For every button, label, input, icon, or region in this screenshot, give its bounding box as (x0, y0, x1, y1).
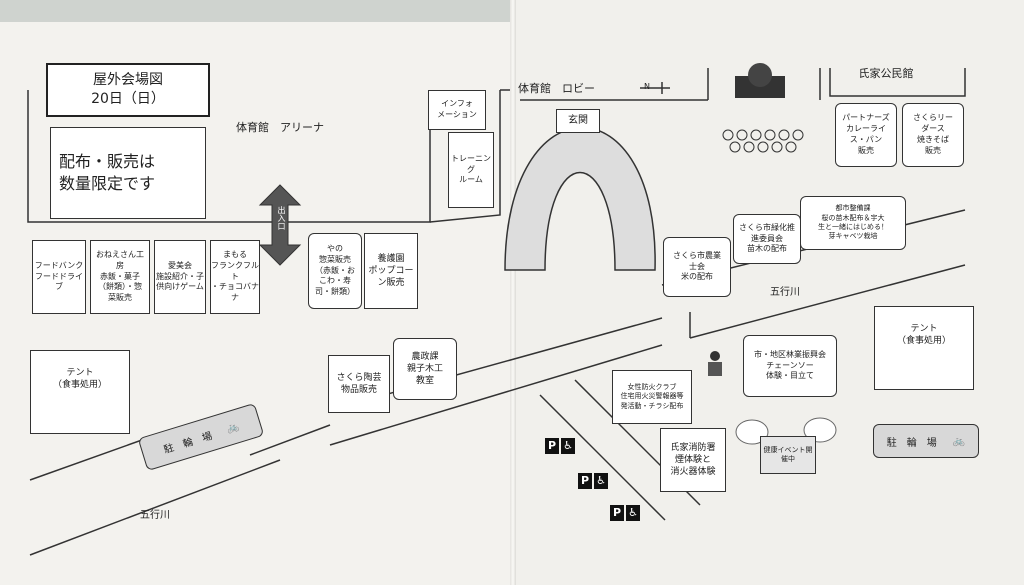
accessible-parking-3: P♿ (610, 505, 640, 521)
quantity-note: 配布・販売は数量限定です (50, 127, 206, 219)
booth-foodbank: フードバンク フードドライブ (32, 240, 86, 314)
accessible-parking-2: P♿ (578, 473, 608, 489)
bicycle-icon: 🚲 (952, 435, 966, 447)
note-line1: 配布・販売は (59, 152, 156, 172)
booth-ryokuka: さくら市緑化推 進委員会 苗木の配布 (733, 214, 801, 264)
exit-entry-label: 出入口 (277, 206, 286, 230)
parking-icon: P (610, 505, 624, 521)
booth-toshi-seibi: 都市整備課 桜の苗木配布＆宇大 生と一緒にはじめる！ 芽キャベツ栽培 (800, 196, 906, 250)
booth-shobo: 氏家消防署 煙体験と 消火器体験 (660, 428, 726, 492)
bike-parking-left-label: 駐 輪 場 (162, 430, 214, 456)
bike-parking-right: 駐 輪 場 🚲 (873, 424, 979, 458)
entrance-arch (504, 126, 656, 271)
river-label-right: 五行川 (770, 287, 800, 298)
booth-oneesan: おねえさん工 房 赤飯・菓子 （餅類）・惣 菜販売 (90, 240, 150, 314)
wheelchair-icon: ♿ (626, 505, 640, 521)
parking-icon: P (545, 438, 559, 454)
parking-icon: P (578, 473, 592, 489)
map-title: 屋外会場図 20日（日） (46, 63, 210, 117)
booth-yano: やの 惣菜販売 （赤飯・お こわ・寿 司・餅類） (308, 233, 362, 309)
exit-arrow (258, 184, 302, 266)
booth-mamoru: まもる フランクフルト ・チョコバナナ (210, 240, 260, 314)
booth-partners: パートナーズ カレーライ ス・パン 販売 (835, 103, 897, 167)
bicycle-icon: 🚲 (224, 420, 241, 435)
title-line2: 20日（日） (91, 91, 165, 107)
river-label-left: 五行川 (140, 510, 170, 521)
booth-yougoen: 養護園 ポップコー ン販売 (364, 233, 418, 309)
booth-tougei: さくら陶芸 物品販売 (328, 355, 390, 413)
arena-label: 体育館 アリーナ (236, 121, 324, 134)
booth-aibikai: 愛美会 施設紹介・子 供向けゲーム (154, 240, 206, 314)
bike-parking-right-label: 駐 輪 場 (886, 437, 937, 449)
booth-bouka: 女性防火クラブ 住宅用火災警報器等 発活動・チラシ配布 (612, 370, 692, 424)
wheelchair-icon: ♿ (594, 473, 608, 489)
title-line1: 屋外会場図 (92, 72, 163, 89)
accessible-parking-1: P♿ (545, 438, 575, 454)
booth-nogyo: さくら市農業 士会 米の配布 (663, 237, 731, 297)
arena-outline (27, 90, 431, 223)
ujiie-hall-label: 氏家公民館 (858, 66, 914, 80)
lobby-label: 体育館 ロビー (518, 82, 595, 95)
wheelchair-icon: ♿ (561, 438, 575, 454)
training-room: トレーニング ルーム (448, 132, 494, 208)
booth-sakura-leaders: さくらリー ダース 焼きそば 販売 (902, 103, 964, 167)
lobby-wall (429, 90, 501, 223)
entrance-label: 玄関 (556, 109, 600, 133)
booth-rinsho: 市・地区林業振興会 チェーンソー 体験・目立て (743, 335, 837, 397)
north-label: N (644, 82, 650, 91)
page-fold (510, 0, 516, 585)
information-room: インフォ メーション (428, 90, 486, 130)
hall-outline (829, 68, 966, 97)
tent-dining-left: テント （食事処用） (30, 350, 130, 434)
note-line2: 数量限定です (59, 174, 156, 193)
booth-nosei: 農政課 親子木工 教室 (393, 338, 457, 400)
event-sign: 健康イベント開催中 (760, 436, 816, 474)
tent-dining-right: テント （食事処用） (874, 306, 974, 390)
